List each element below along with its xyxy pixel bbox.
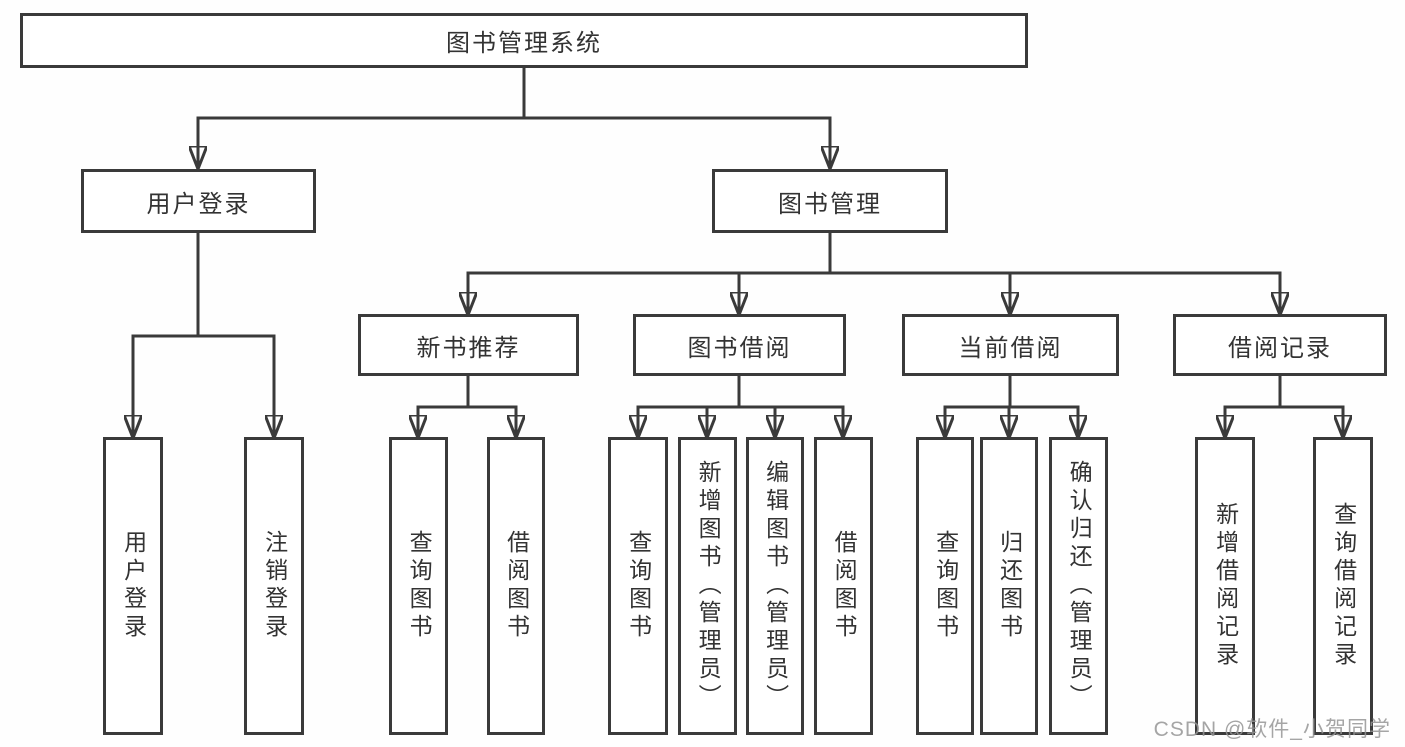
node-book-borrowing: 图书借阅 [633,314,846,376]
node-user-login: 用户登录 [81,169,316,233]
node-book-management: 图书管理 [712,169,948,233]
leaf-return-books: 归还图书 [980,437,1038,735]
leaf-logout: 注销登录 [244,437,304,735]
leaf-borrow-books-2: 借阅图书 [814,437,873,735]
node-new-book-recommendation: 新书推荐 [358,314,579,376]
leaf-borrow-books-1: 借阅图书 [487,437,545,735]
leaf-add-borrow-record: 新增借阅记录 [1195,437,1255,735]
csdn-watermark: CSDN @软件_小贺同学 [1153,718,1391,741]
leaf-edit-books-admin: 编辑图书（管理员） [746,437,804,735]
leaf-query-books-3: 查询图书 [916,437,974,735]
node-current-borrowing: 当前借阅 [902,314,1119,376]
node-borrowing-records: 借阅记录 [1173,314,1387,376]
leaf-add-books-admin: 新增图书（管理员） [678,437,737,735]
node-library-management-system: 图书管理系统 [20,13,1028,68]
leaf-query-borrow-record: 查询借阅记录 [1313,437,1373,735]
leaf-user-login: 用户登录 [103,437,163,735]
leaf-confirm-return-admin: 确认归还（管理员） [1049,437,1108,735]
leaf-query-books-1: 查询图书 [389,437,448,735]
leaf-query-books-2: 查询图书 [608,437,668,735]
